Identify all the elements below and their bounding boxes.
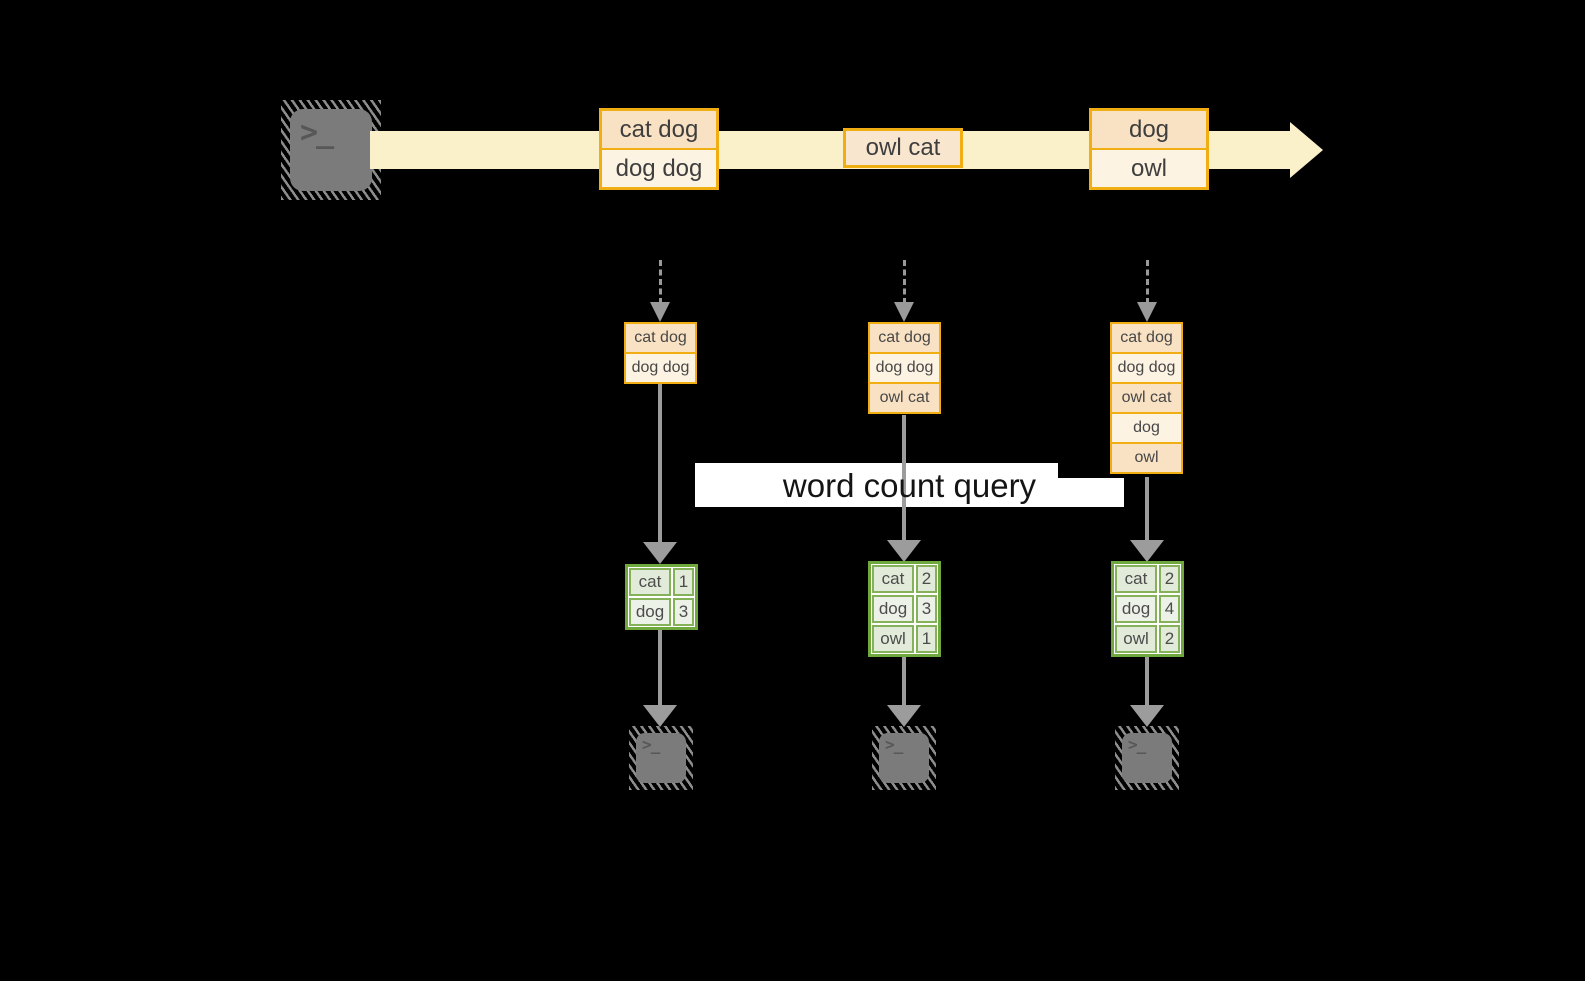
table-cell-count: 2 xyxy=(916,565,937,593)
dashed-arrow-head-icon xyxy=(1137,302,1157,322)
arrow-down-head-icon xyxy=(643,542,677,564)
terminal-sink-icon: >_ xyxy=(629,726,693,790)
table-cell-word: dog xyxy=(1115,595,1157,623)
prompt-icon: >_ xyxy=(642,735,660,754)
stack-line: owl cat xyxy=(1112,382,1181,412)
arrow-down-head-icon xyxy=(643,705,677,727)
stack-line: dog dog xyxy=(1112,352,1181,382)
stack-line: owl cat xyxy=(870,382,939,412)
stack-line: cat dog xyxy=(870,324,939,352)
arrow-down-icon xyxy=(658,384,662,542)
terminal-screen: >_ xyxy=(290,109,372,191)
terminal-source-icon: >_ xyxy=(281,100,381,200)
prompt-icon: >_ xyxy=(885,735,903,754)
terminal-screen: >_ xyxy=(1122,733,1172,783)
table-cell-word: owl xyxy=(1115,625,1157,653)
query-label-background xyxy=(1058,478,1124,507)
prompt-icon: >_ xyxy=(1128,735,1146,754)
table-cell-count: 2 xyxy=(1159,625,1180,653)
dashed-arrow-head-icon xyxy=(894,302,914,322)
accumulated-stack-3: cat dog dog dog owl cat dog owl xyxy=(1110,322,1183,474)
table-cell-count: 2 xyxy=(1159,565,1180,593)
table-cell-count: 4 xyxy=(1159,595,1180,623)
arrow-down-icon xyxy=(1145,477,1149,540)
stack-line: dog dog xyxy=(870,352,939,382)
table-cell-count: 3 xyxy=(673,598,694,626)
batch-line: dog dog xyxy=(602,148,716,187)
query-label: word count query xyxy=(782,467,1037,504)
batch-line: owl xyxy=(1092,148,1206,187)
stream-batch-2: owl cat xyxy=(843,128,963,168)
arrow-down-icon xyxy=(902,415,906,542)
table-cell-word: dog xyxy=(872,595,914,623)
stack-line: cat dog xyxy=(1112,324,1181,352)
wordcount-table-2: cat 2 dog 3 owl 1 xyxy=(868,561,941,657)
stream-batch-3: dog owl xyxy=(1089,108,1209,190)
terminal-screen: >_ xyxy=(636,733,686,783)
arrow-down-head-icon xyxy=(1130,540,1164,562)
stack-line: dog dog xyxy=(626,352,695,382)
wordcount-table-1: cat 1 dog 3 xyxy=(625,564,698,630)
arrow-down-icon xyxy=(658,630,662,706)
query-label-background xyxy=(695,463,1058,507)
prompt-icon: >_ xyxy=(300,115,334,150)
stack-line: owl xyxy=(1112,442,1181,472)
stream-arrow-head-icon xyxy=(1290,122,1323,178)
stream-batch-1: cat dog dog dog xyxy=(599,108,719,190)
dashed-arrow-head-icon xyxy=(650,302,670,322)
accumulated-stack-2: cat dog dog dog owl cat xyxy=(868,322,941,414)
terminal-screen: >_ xyxy=(879,733,929,783)
table-cell-word: dog xyxy=(629,598,671,626)
table-cell-count: 1 xyxy=(916,625,937,653)
stack-line: cat dog xyxy=(626,324,695,352)
table-cell-count: 3 xyxy=(916,595,937,623)
table-cell-count: 1 xyxy=(673,568,694,596)
arrow-down-icon xyxy=(1145,657,1149,705)
accumulated-stack-1: cat dog dog dog xyxy=(624,322,697,384)
arrow-down-head-icon xyxy=(887,540,921,562)
arrow-down-head-icon xyxy=(1130,705,1164,727)
terminal-sink-icon: >_ xyxy=(1115,726,1179,790)
arrow-down-icon xyxy=(902,657,906,705)
batch-line: owl cat xyxy=(846,131,960,165)
arrow-down-head-icon xyxy=(887,705,921,727)
dashed-arrow-icon xyxy=(903,260,906,304)
table-cell-word: cat xyxy=(872,565,914,593)
batch-line: dog xyxy=(1092,111,1206,148)
dashed-arrow-icon xyxy=(1146,260,1149,304)
table-cell-word: owl xyxy=(872,625,914,653)
batch-line: cat dog xyxy=(602,111,716,148)
terminal-sink-icon: >_ xyxy=(872,726,936,790)
dashed-arrow-icon xyxy=(659,260,662,304)
wordcount-table-3: cat 2 dog 4 owl 2 xyxy=(1111,561,1184,657)
table-cell-word: cat xyxy=(629,568,671,596)
table-cell-word: cat xyxy=(1115,565,1157,593)
stack-line: dog xyxy=(1112,412,1181,442)
